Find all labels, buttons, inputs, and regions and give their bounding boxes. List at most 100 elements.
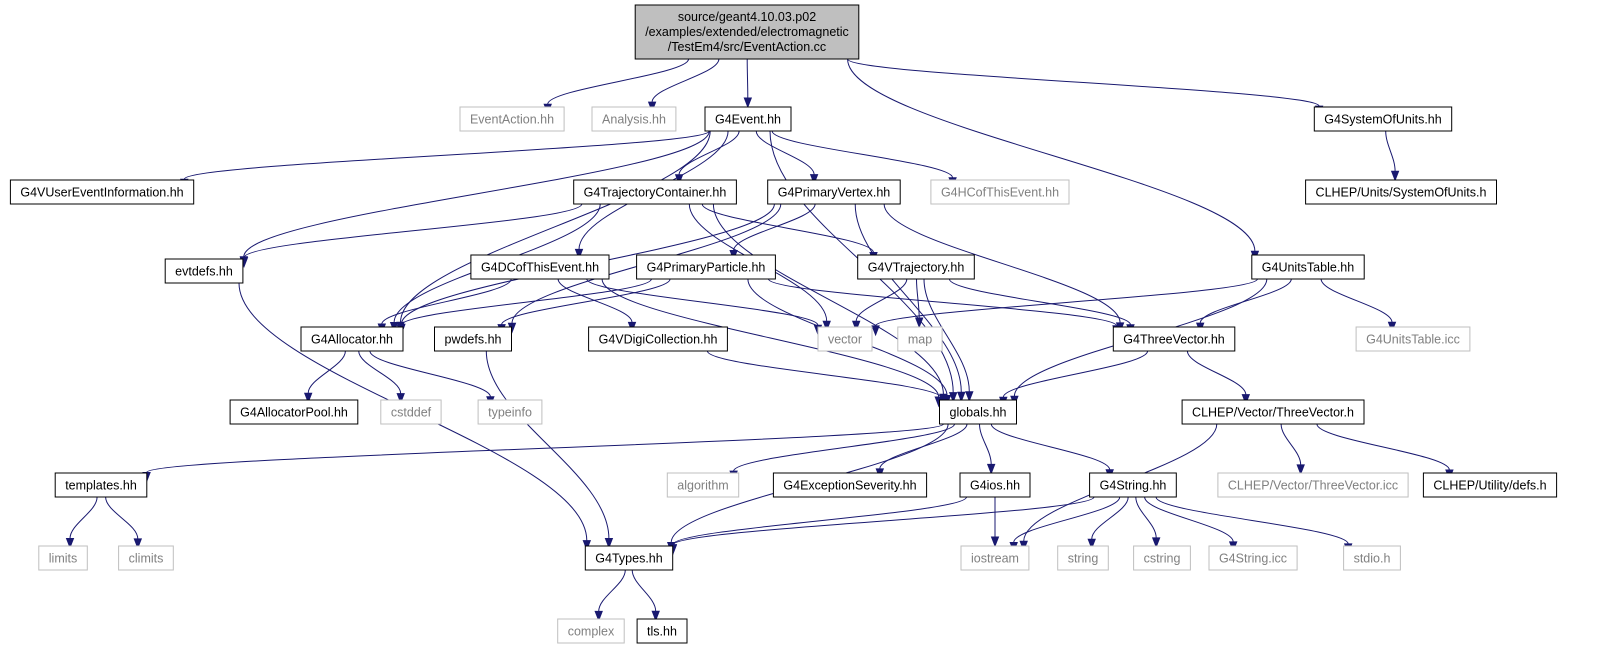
edge-line [1280,423,1302,465]
node-g4primaryvertex[interactable]: G4PrimaryVertex.hh [767,179,901,205]
node-label: iostream [971,552,1019,566]
node-label: algorithm [677,479,728,493]
node-g4primaryparticle[interactable]: G4PrimaryParticle.hh [636,254,776,280]
node-box [1343,545,1401,571]
edge-line [768,278,1117,327]
node-g4allocator[interactable]: G4Allocator.hh [300,326,404,352]
edge-line [1320,278,1393,323]
node-box [897,326,943,352]
node-stdio: stdio.h [1343,545,1401,571]
node-label: cstring [1144,552,1181,566]
edge-line [990,423,1111,470]
arrow-head-icon [809,174,819,185]
node-label: G4UnitsTable.icc [1366,333,1460,347]
node-g4vusereventinfo[interactable]: G4VUserEventInformation.hh [9,179,195,205]
edge-line [358,350,402,394]
node-clhep-threevector-icc: CLHEP/Vector/ThreeVector.icc [1217,472,1409,498]
node-clhep-utility-defs[interactable]: CLHEP/Utility/defs.h [1422,472,1558,498]
node-complex: complex [557,618,625,644]
edge-line [501,278,671,325]
edge-g4types-to-complex [594,569,626,622]
edge-root-to-g4unitstable [847,58,1260,262]
node-g4unitstable-icc: G4UnitsTable.icc [1355,326,1471,352]
node-box [477,399,543,425]
node-label: G4ExceptionSeverity.hh [783,479,916,493]
node-g4exceptionseverity[interactable]: G4ExceptionSeverity.hh [772,472,928,498]
node-evtdefs[interactable]: evtdefs.hh [164,258,244,284]
arrow-head-icon [822,320,831,332]
node-box [666,472,740,498]
edge-line [1144,496,1234,543]
node-label: climits [129,552,164,566]
node-box [930,179,1070,205]
edge-g4string-to-g4string_icc [1144,496,1238,553]
node-label: G4String.hh [1100,479,1167,493]
arrow-head-icon [871,325,880,337]
node-g4unitstable[interactable]: G4UnitsTable.hh [1251,254,1365,280]
arrow-head-icon [1151,537,1161,549]
edge-line [733,423,955,472]
node-root[interactable]: source/geant4.10.03.p02/examples/extende… [634,4,860,60]
node-box [459,106,565,132]
node-cstring: cstring [1133,545,1191,571]
edge-line [1002,350,1149,398]
edge-line [771,130,954,178]
node-label: G4HCofThisEvent.hh [941,186,1059,200]
node-g4vtrajectory[interactable]: G4VTrajectory.hh [857,254,975,280]
node-label: map [908,333,932,347]
node-box [588,326,728,352]
node-label: G4Allocator.hh [311,333,393,347]
node-label: complex [568,625,615,639]
node-g4trajcontainer[interactable]: G4TrajectoryContainer.hh [573,179,737,205]
node-g4allocatorpool[interactable]: G4AllocatorPool.hh [229,399,359,425]
edge-g4systemofunits-to-clhep_units [1385,130,1400,182]
node-label: string [1068,552,1099,566]
node-g4types[interactable]: G4Types.hh [584,545,674,571]
node-templates[interactable]: templates.hh [54,472,148,498]
node-g4threevector[interactable]: G4ThreeVector.hh [1112,326,1236,352]
node-pwdefs[interactable]: pwdefs.hh [434,326,512,352]
node-g4ios[interactable]: G4ios.hh [959,472,1031,498]
edge-line [400,130,711,323]
edge-line [923,278,970,392]
node-g4event[interactable]: G4Event.hh [704,106,792,132]
node-clhep-threevector[interactable]: CLHEP/Vector/ThreeVector.h [1181,399,1365,425]
edge-g4string-to-stdio [1155,496,1353,555]
edge-pwdefs-to-g4types [485,350,614,549]
edge-g4event-to-g4trajcontainer [674,130,740,186]
node-globals[interactable]: globals.hh [939,399,1017,425]
edge-line [1135,496,1157,538]
node-box [54,472,148,498]
edge-line [586,278,819,326]
edge-g4trajcontainer-to-g4vtrajectory [701,203,878,263]
node-box [591,106,677,132]
node-box [960,545,1030,571]
edge-g4trajcontainer-to-globals [712,203,948,405]
node-iostream: iostream [960,545,1030,571]
edge-g4vtrajectory-to-g4threevector [948,278,1135,336]
node-g4string[interactable]: G4String.hh [1089,472,1177,498]
node-clhep-units[interactable]: CLHEP/Units/SystemOfUnits.h [1305,179,1497,205]
arrow-head-icon [1390,170,1400,182]
node-g4vdigicollection[interactable]: G4VDigiCollection.hh [588,326,728,352]
node-box [434,326,512,352]
edge-line [485,350,610,539]
node-box [1355,326,1471,352]
edge-line [598,569,626,612]
edge-templates-to-climits [105,496,143,550]
edge-globals-to-g4string [990,423,1114,481]
node-box [1112,326,1236,352]
edge-g4ios-to-iostream [990,496,1000,548]
edge-g4string-to-cstring [1135,496,1161,549]
edge-line [105,496,139,539]
edge-line [712,203,944,395]
node-g4dcofthisevent[interactable]: G4DCofThisEvent.hh [470,254,610,280]
arrow-head-icon [594,610,603,622]
edge-line [69,496,98,539]
node-label: CLHEP/Units/SystemOfUnits.h [1316,186,1487,200]
node-box [9,179,195,205]
node-tls[interactable]: tls.hh [636,618,688,644]
node-g4systemofunits[interactable]: G4SystemOfUnits.hh [1313,106,1453,132]
node-cstddef: cstddef [380,399,442,425]
